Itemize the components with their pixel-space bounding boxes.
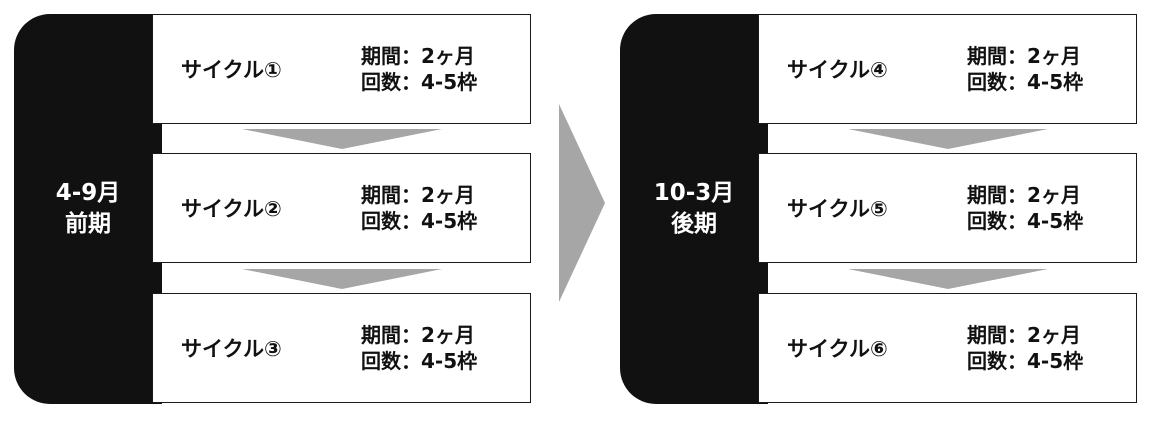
cycle-name: サイクル②	[181, 197, 282, 221]
cycle-slot-count: 回数：4-5枠	[967, 70, 1084, 94]
cycle-box-1: サイクル① 期間：2ヶ月 回数：4-5枠	[152, 14, 531, 124]
cycle-duration: 期間：2ヶ月	[361, 183, 475, 207]
cycle-duration: 期間：2ヶ月	[967, 44, 1081, 68]
first-half-period-label: 前期	[65, 211, 111, 237]
cycle-name: サイクル⑤	[787, 197, 888, 221]
down-arrow-icon	[848, 269, 1048, 289]
second-half-period-tab: 10-3月 後期	[620, 14, 768, 404]
cycle-name: サイクル③	[181, 337, 282, 361]
down-arrow-icon	[848, 129, 1048, 149]
cycle-slot-count: 回数：4-5枠	[967, 209, 1084, 233]
right-arrow-icon	[559, 104, 605, 302]
cycle-duration: 期間：2ヶ月	[967, 323, 1081, 347]
second-half-period-group: 10-3月 後期 サイクル④ 期間：2ヶ月 回数：4-5枠 サイクル⑤ 期間：2…	[620, 14, 1138, 404]
down-arrow-icon	[242, 129, 442, 149]
cycle-detail: 期間：2ヶ月 回数：4-5枠	[967, 154, 1083, 262]
down-arrow-icon	[242, 269, 442, 289]
cycle-detail: 期間：2ヶ月 回数：4-5枠	[967, 294, 1083, 402]
cycle-detail: 期間：2ヶ月 回数：4-5枠	[361, 294, 477, 402]
cycle-name: サイクル④	[787, 58, 888, 82]
cycle-slot-count: 回数：4-5枠	[361, 70, 478, 94]
first-half-period-range: 4-9月	[55, 180, 121, 206]
cycle-duration: 期間：2ヶ月	[361, 44, 475, 68]
second-half-period-label: 後期	[671, 211, 717, 237]
cycle-duration: 期間：2ヶ月	[361, 323, 475, 347]
cycle-name: サイクル⑥	[787, 337, 888, 361]
cycle-name: サイクル①	[181, 58, 282, 82]
cycle-detail: 期間：2ヶ月 回数：4-5枠	[361, 154, 477, 262]
cycle-duration: 期間：2ヶ月	[967, 183, 1081, 207]
cycle-box-5: サイクル⑤ 期間：2ヶ月 回数：4-5枠	[758, 153, 1137, 263]
cycle-detail: 期間：2ヶ月 回数：4-5枠	[967, 15, 1083, 123]
cycle-box-4: サイクル④ 期間：2ヶ月 回数：4-5枠	[758, 14, 1137, 124]
cycle-box-2: サイクル② 期間：2ヶ月 回数：4-5枠	[152, 153, 531, 263]
cycle-box-6: サイクル⑥ 期間：2ヶ月 回数：4-5枠	[758, 293, 1137, 403]
first-half-period-tab: 4-9月 前期	[14, 14, 162, 404]
cycle-slot-count: 回数：4-5枠	[361, 209, 478, 233]
second-half-period-range: 10-3月	[653, 180, 735, 206]
cycle-slot-count: 回数：4-5枠	[967, 349, 1084, 373]
cycle-box-3: サイクル③ 期間：2ヶ月 回数：4-5枠	[152, 293, 531, 403]
cycle-detail: 期間：2ヶ月 回数：4-5枠	[361, 15, 477, 123]
first-half-period-group: 4-9月 前期 サイクル① 期間：2ヶ月 回数：4-5枠 サイクル② 期間：2ヶ…	[14, 14, 532, 404]
cycle-slot-count: 回数：4-5枠	[361, 349, 478, 373]
